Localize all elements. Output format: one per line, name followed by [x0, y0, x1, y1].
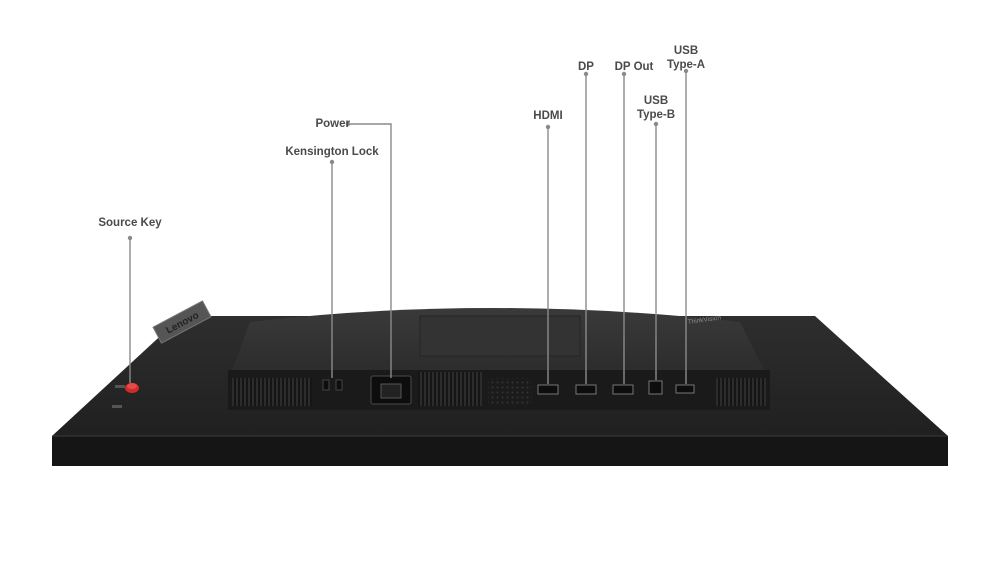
label-dp: DP — [578, 61, 594, 73]
nav-button-1 — [115, 385, 125, 388]
nav-button-2 — [112, 405, 122, 408]
label-usb-type-b-line2: Type-B — [636, 109, 676, 121]
label-usb-type-a-line2: Type-A — [666, 59, 706, 71]
label-power: Power — [315, 118, 350, 130]
label-source-key: Source Key — [98, 217, 162, 229]
monitor-front-edge — [52, 436, 948, 466]
kensington-lock-slot — [322, 379, 330, 391]
label-usb-type-a: USB Type-A — [661, 44, 711, 72]
dp-port — [575, 384, 597, 395]
stand-mount-plate — [419, 315, 581, 357]
label-kensington-lock: Kensington Lock — [285, 146, 379, 158]
kensington-lock-slot-2 — [335, 379, 343, 391]
vent-dots — [488, 378, 532, 406]
leader-dots — [127, 68, 689, 241]
vent-center — [418, 372, 482, 406]
vent-right — [716, 378, 766, 406]
bezel-brand-text: ThinkVision — [687, 314, 722, 326]
vent-left — [232, 378, 312, 406]
usb-type-b-port — [648, 380, 663, 395]
leader-power — [348, 123, 392, 378]
hdmi-port — [537, 384, 559, 395]
label-dp-out: DP Out — [614, 61, 654, 73]
source-key-buttons — [112, 383, 139, 408]
label-usb-type-b: USB Type-B — [631, 94, 681, 122]
leader-lines — [129, 71, 687, 384]
ports — [322, 375, 695, 405]
label-usb-type-a-line1: USB — [673, 45, 699, 57]
label-usb-type-b-line1: USB — [643, 95, 669, 107]
label-hdmi: HDMI — [533, 110, 563, 122]
dp-out-port — [612, 384, 634, 395]
usb-type-a-port — [675, 384, 695, 394]
